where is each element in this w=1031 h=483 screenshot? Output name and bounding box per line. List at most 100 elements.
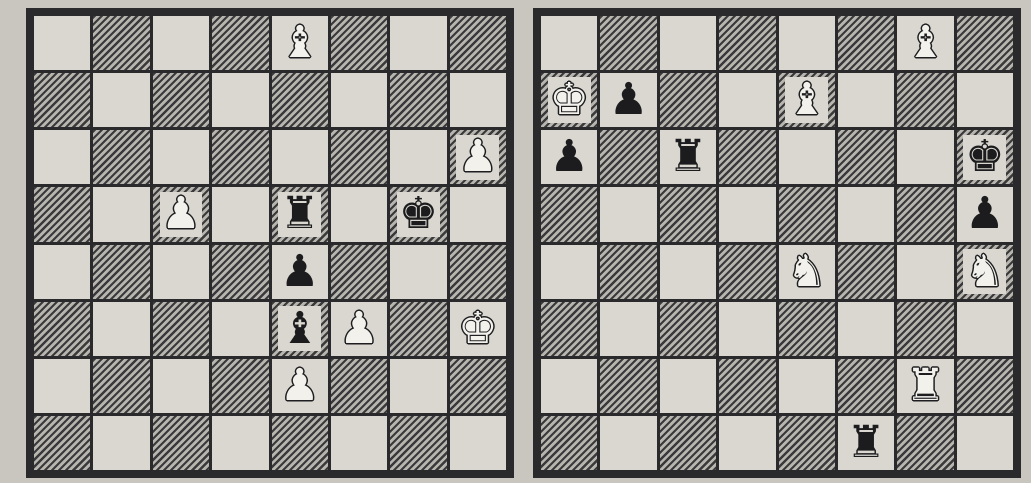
square-f8[interactable]	[331, 16, 387, 70]
square-c2[interactable]	[153, 359, 209, 413]
square-e5[interactable]: ♜	[272, 187, 328, 241]
white-king-icon[interactable]: ♚	[549, 78, 588, 122]
square-b7[interactable]	[93, 73, 149, 127]
square-g5[interactable]: ♚	[390, 187, 446, 241]
black-king-icon[interactable]: ♚	[399, 192, 438, 236]
square-g5[interactable]	[897, 187, 953, 241]
square-h5[interactable]	[450, 187, 506, 241]
square-b4[interactable]	[600, 245, 656, 299]
square-b2[interactable]	[600, 359, 656, 413]
square-b7[interactable]: ♟	[600, 73, 656, 127]
square-a4[interactable]	[34, 245, 90, 299]
black-bishop-icon[interactable]: ♝	[280, 307, 319, 351]
square-g1[interactable]	[897, 416, 953, 470]
square-d8[interactable]	[719, 16, 775, 70]
square-h7[interactable]	[957, 73, 1013, 127]
square-e7[interactable]: ♝	[779, 73, 835, 127]
square-g2[interactable]	[390, 359, 446, 413]
square-f1[interactable]	[331, 416, 387, 470]
square-e8[interactable]	[779, 16, 835, 70]
square-h4[interactable]: ♞	[957, 245, 1013, 299]
square-f2[interactable]	[838, 359, 894, 413]
white-rook-icon[interactable]: ♜	[906, 364, 945, 408]
square-g4[interactable]	[897, 245, 953, 299]
square-f3[interactable]	[838, 302, 894, 356]
square-d1[interactable]	[719, 416, 775, 470]
square-b8[interactable]	[93, 16, 149, 70]
square-c3[interactable]	[660, 302, 716, 356]
black-king-icon[interactable]: ♚	[965, 135, 1004, 179]
square-c3[interactable]	[153, 302, 209, 356]
square-c6[interactable]: ♜	[660, 130, 716, 184]
square-a2[interactable]	[34, 359, 90, 413]
square-c6[interactable]	[153, 130, 209, 184]
square-g6[interactable]	[897, 130, 953, 184]
square-h2[interactable]	[450, 359, 506, 413]
square-f2[interactable]	[331, 359, 387, 413]
square-g6[interactable]	[390, 130, 446, 184]
square-g2[interactable]: ♜	[897, 359, 953, 413]
square-d2[interactable]	[212, 359, 268, 413]
square-e4[interactable]: ♞	[779, 245, 835, 299]
square-b2[interactable]	[93, 359, 149, 413]
white-pawn-icon[interactable]: ♟	[339, 307, 378, 351]
white-pawn-icon[interactable]: ♟	[280, 364, 319, 408]
white-pawn-icon[interactable]: ♟	[161, 192, 200, 236]
square-h8[interactable]	[450, 16, 506, 70]
square-e6[interactable]	[272, 130, 328, 184]
square-g7[interactable]	[390, 73, 446, 127]
square-b3[interactable]	[93, 302, 149, 356]
square-a3[interactable]	[34, 302, 90, 356]
square-d6[interactable]	[719, 130, 775, 184]
square-a5[interactable]	[34, 187, 90, 241]
square-e3[interactable]: ♝	[272, 302, 328, 356]
square-c1[interactable]	[660, 416, 716, 470]
square-b8[interactable]	[600, 16, 656, 70]
square-g3[interactable]	[390, 302, 446, 356]
square-b6[interactable]	[600, 130, 656, 184]
square-d7[interactable]	[719, 73, 775, 127]
square-g8[interactable]	[390, 16, 446, 70]
square-f5[interactable]	[838, 187, 894, 241]
square-h3[interactable]	[957, 302, 1013, 356]
square-a7[interactable]: ♚	[541, 73, 597, 127]
square-b5[interactable]	[93, 187, 149, 241]
square-d7[interactable]	[212, 73, 268, 127]
square-b5[interactable]	[600, 187, 656, 241]
square-f7[interactable]	[838, 73, 894, 127]
square-f5[interactable]	[331, 187, 387, 241]
square-a1[interactable]	[34, 416, 90, 470]
square-d4[interactable]	[719, 245, 775, 299]
square-d1[interactable]	[212, 416, 268, 470]
square-e7[interactable]	[272, 73, 328, 127]
square-e2[interactable]	[779, 359, 835, 413]
black-pawn-icon[interactable]: ♟	[965, 192, 1004, 236]
black-rook-icon[interactable]: ♜	[280, 192, 319, 236]
square-e1[interactable]	[272, 416, 328, 470]
square-g4[interactable]	[390, 245, 446, 299]
square-h5[interactable]: ♟	[957, 187, 1013, 241]
square-e6[interactable]	[779, 130, 835, 184]
square-h6[interactable]: ♚	[957, 130, 1013, 184]
square-c5[interactable]: ♟	[153, 187, 209, 241]
black-pawn-icon[interactable]: ♟	[609, 78, 648, 122]
square-g7[interactable]	[897, 73, 953, 127]
square-a6[interactable]	[34, 130, 90, 184]
square-a7[interactable]	[34, 73, 90, 127]
black-rook-icon[interactable]: ♜	[668, 135, 707, 179]
square-a3[interactable]	[541, 302, 597, 356]
square-c4[interactable]	[153, 245, 209, 299]
white-bishop-icon[interactable]: ♝	[906, 21, 945, 65]
square-b3[interactable]	[600, 302, 656, 356]
square-h7[interactable]	[450, 73, 506, 127]
square-g8[interactable]: ♝	[897, 16, 953, 70]
square-d3[interactable]	[212, 302, 268, 356]
square-f1[interactable]: ♜	[838, 416, 894, 470]
square-f4[interactable]	[838, 245, 894, 299]
square-b4[interactable]	[93, 245, 149, 299]
square-c5[interactable]	[660, 187, 716, 241]
square-a4[interactable]	[541, 245, 597, 299]
square-e1[interactable]	[779, 416, 835, 470]
square-b1[interactable]	[93, 416, 149, 470]
square-b1[interactable]	[600, 416, 656, 470]
